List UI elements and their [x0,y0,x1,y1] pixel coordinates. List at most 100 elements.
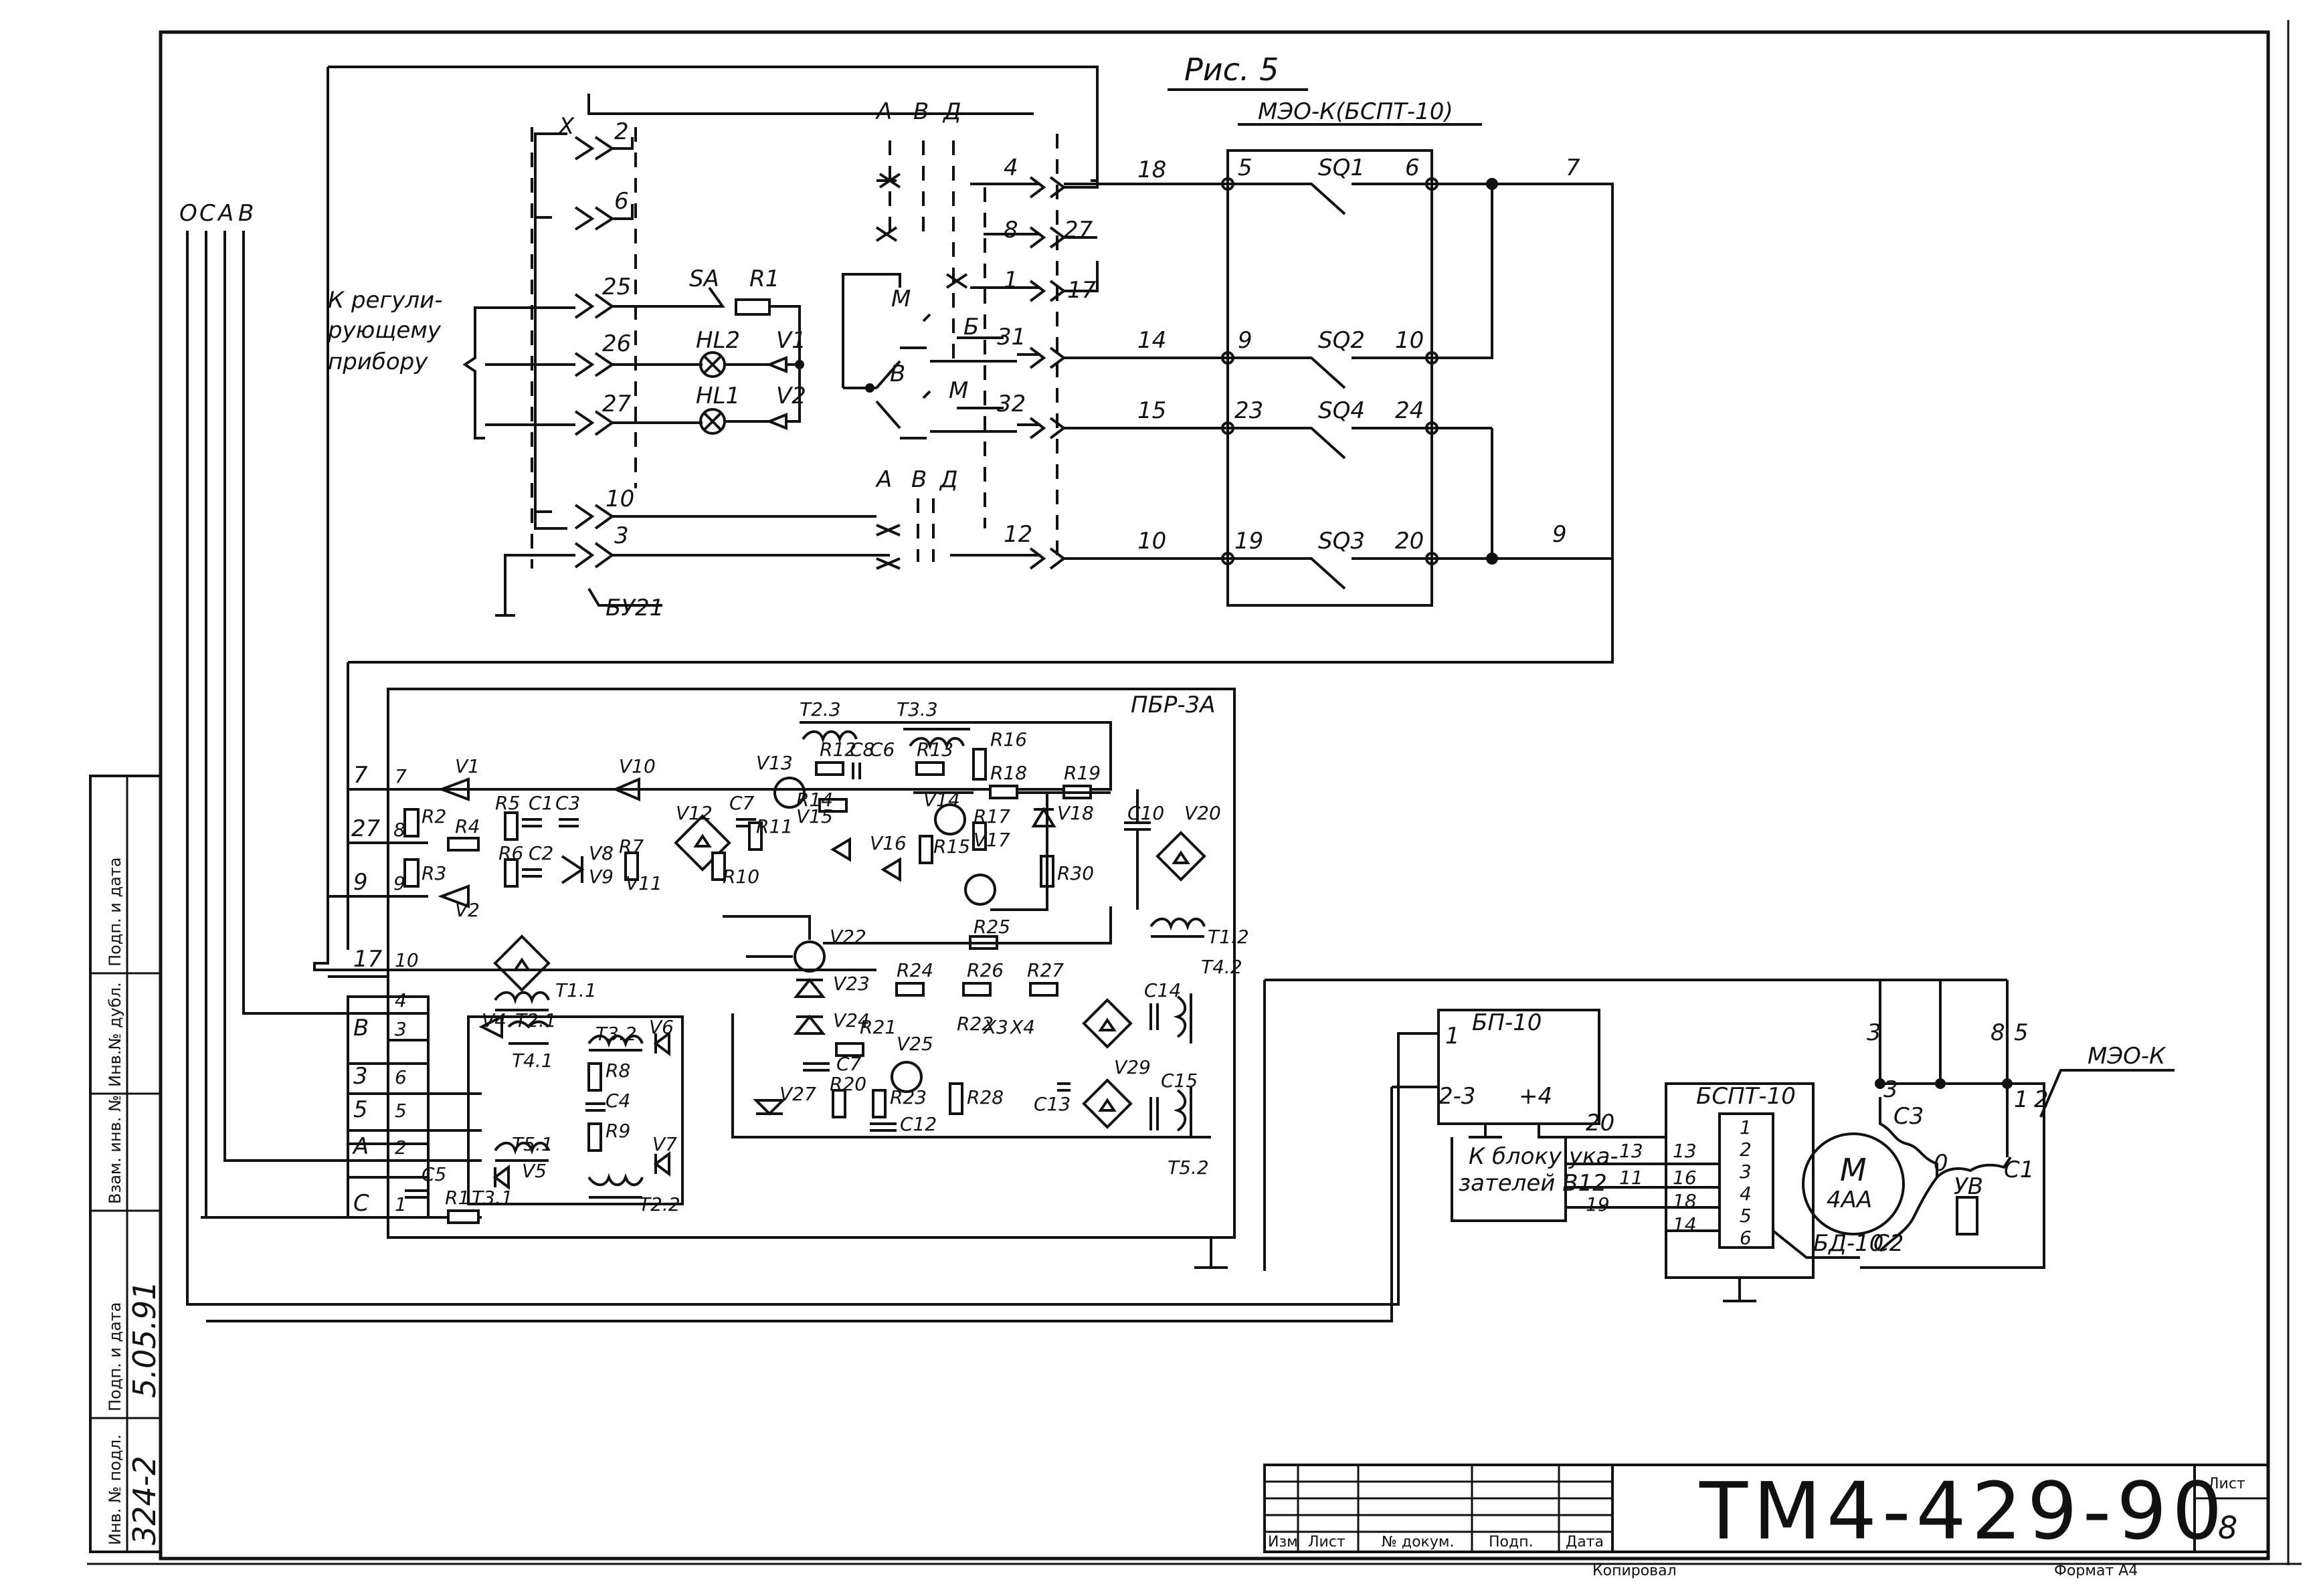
svg-text:C1: C1 [529,792,553,814]
svg-text:C14: C14 [1144,979,1181,1001]
svg-text:+4: +4 [1519,1083,1552,1110]
svg-text:А: А [875,98,892,125]
svg-text:R15: R15 [933,835,970,858]
svg-text:Д: Д [939,466,958,493]
svg-text:С: С [353,1190,369,1217]
svg-text:C5: C5 [422,1163,446,1185]
svg-text:1: 1 [1004,267,1018,294]
svg-text:6: 6 [395,1066,407,1088]
svg-text:V16: V16 [870,832,907,854]
svg-text:17: 17 [1067,277,1097,304]
svg-text:1: 1 [1740,1116,1752,1138]
svg-text:9: 9 [353,869,368,896]
svg-text:V8: V8 [589,842,614,864]
svg-text:T1.2: T1.2 [1208,926,1249,948]
connector-label: БУ21 [606,595,664,621]
bus-label-a: А [217,200,234,227]
connector-pin-6: 6 [535,188,634,231]
svg-text:4: 4 [1004,155,1018,181]
svg-text:3: 3 [614,522,629,549]
svg-text:T5.2: T5.2 [1168,1157,1209,1179]
meo-label: МЭО-К [2088,1043,2166,1070]
figure-subtitle: МЭО-К(БСПТ-10) [1258,98,1453,125]
svg-text:C3: C3 [555,792,580,814]
regulator-label-2: рующему [327,317,442,344]
svg-text:7: 7 [1566,155,1580,181]
svg-text:32: 32 [997,391,1026,417]
bus-label-o: О [179,200,197,227]
svg-text:С1: С1 [2004,1157,2034,1183]
svg-text:V2: V2 [455,899,480,921]
bus-label-b: В [238,200,254,227]
svg-text:М: М [1840,1152,1867,1188]
svg-text:10: 10 [1395,327,1424,354]
svg-text:5: 5 [353,1096,368,1123]
svg-text:T5.1: T5.1 [512,1133,553,1155]
svg-text:R5: R5 [495,792,520,814]
svg-text:А: А [875,466,892,493]
svg-text:T4.1: T4.1 [512,1050,553,1072]
svg-text:9: 9 [393,872,405,894]
svg-text:V24: V24 [833,1009,870,1031]
svg-text:V15: V15 [796,805,833,827]
svg-text:20: 20 [1586,1110,1614,1136]
svg-text:R19: R19 [1064,762,1101,784]
svg-text:V11: V11 [626,872,662,894]
svg-text:R11: R11 [756,815,793,837]
svg-text:R18: R18 [990,762,1027,784]
bus-label-c: С [199,200,215,227]
svg-text:R13: R13 [917,738,953,761]
svg-text:В: В [911,466,927,493]
svg-text:V20: V20 [1184,802,1221,824]
svg-text:Формат А4: Формат А4 [2054,1563,2138,1579]
svg-text:C6: C6 [870,738,895,761]
svg-text:М: М [949,377,968,404]
svg-text:SQ4: SQ4 [1318,397,1365,424]
svg-text:Инв.№ дубл.: Инв.№ дубл. [106,982,124,1087]
svg-text:6: 6 [614,188,629,215]
svg-text:T3.1: T3.1 [472,1187,513,1209]
svg-text:R3: R3 [422,862,446,884]
connector-right: 4 8 27 1 17 31 32 12 [950,134,1228,570]
svg-text:HL1: HL1 [696,383,740,409]
svg-text:26: 26 [602,330,631,357]
svg-text:R30: R30 [1057,862,1094,884]
regulator-label-1: К регули- [328,287,443,314]
svg-text:БСПТ-10: БСПТ-10 [1696,1083,1796,1110]
svg-text:В: В [353,1015,369,1041]
svg-text:17: 17 [353,946,383,973]
svg-text:T3.3: T3.3 [897,698,938,720]
svg-text:Лист: Лист [2208,1476,2245,1492]
svg-text:C7: C7 [729,792,755,814]
svg-text:R6: R6 [498,842,523,864]
title-block: Изм Лист № докум. Подп. Дата ТМ4-429-90 … [1263,1464,2270,1579]
svg-text:Подп.: Подп. [1489,1534,1534,1551]
motor [1802,1132,1905,1235]
svg-text:Д: Д [942,98,961,125]
svg-text:324-2: 324-2 [126,1456,163,1545]
svg-text:25: 25 [602,274,631,300]
svg-text:R1: R1 [445,1187,470,1209]
svg-text:SQ3: SQ3 [1318,528,1365,555]
svg-text:V18: V18 [1057,802,1094,824]
svg-text:27: 27 [602,391,632,417]
svg-text:V1: V1 [776,327,806,354]
svg-text:SQ1: SQ1 [1318,155,1365,181]
svg-text:R23: R23 [890,1086,927,1108]
svg-text:27: 27 [351,815,381,842]
svg-text:V29: V29 [1114,1056,1151,1078]
connector-pin-25: 25 [485,274,636,319]
svg-text:R20: R20 [830,1073,866,1095]
svg-text:R22: R22 [957,1013,994,1035]
svg-text:V10: V10 [619,755,656,777]
svg-text:V1: V1 [455,755,480,777]
svg-text:Изм: Изм [1268,1534,1298,1551]
svg-text:V9: V9 [589,866,614,888]
connector-pin-27: 27 [485,391,703,436]
svg-text:T1.1: T1.1 [555,979,597,1001]
svg-text:SA: SA [689,266,719,292]
svg-text:А: А [352,1133,369,1160]
position-switches: А В Д М Б В М А В Д [842,98,1017,570]
wire-10: 10 [1137,528,1166,555]
